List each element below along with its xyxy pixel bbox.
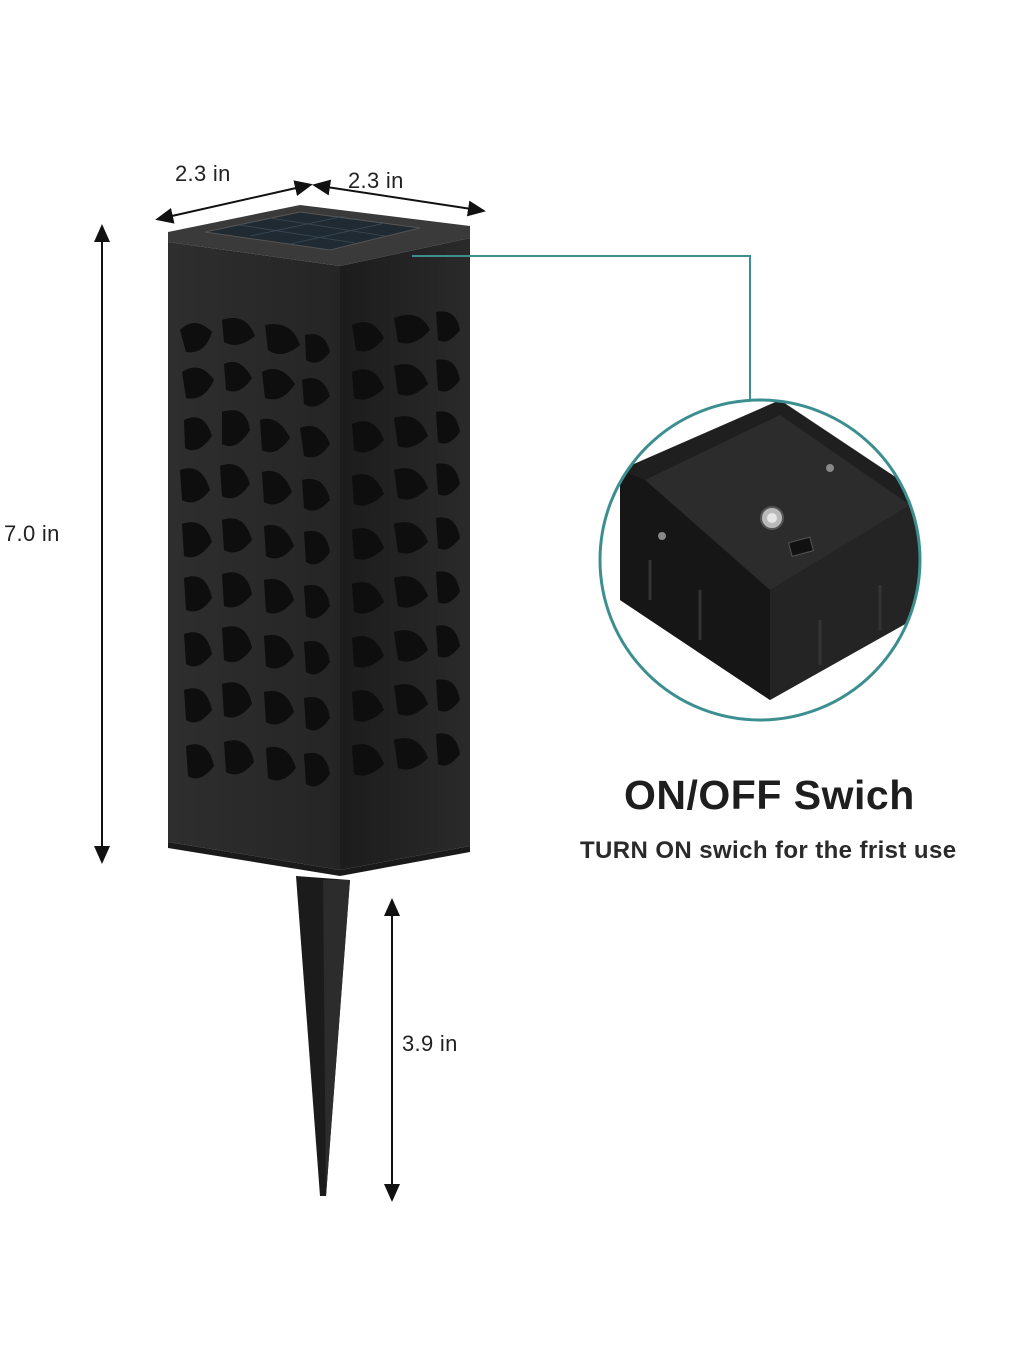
callout-title: ON/OFF Swich <box>624 772 915 818</box>
on-off-switch <box>787 536 815 557</box>
dimension-arrow-width-left <box>155 180 313 224</box>
screw-hole <box>826 464 834 472</box>
screw-hole <box>658 532 666 540</box>
dimension-arrow-width-right <box>312 179 486 217</box>
solar-panel <box>204 211 421 251</box>
solar-lamp <box>168 205 470 1196</box>
switch-detail-zoom <box>598 398 922 722</box>
lamp-left-face <box>168 242 340 870</box>
lamp-pattern-left <box>180 318 330 787</box>
lamp-bottom-edge <box>168 842 470 876</box>
dimension-label-width-right: 2.3 in <box>348 168 404 193</box>
lamp-pattern-right <box>352 311 460 776</box>
dimension-label-height: 7.0 in <box>4 521 60 546</box>
dimension-label-stake: 3.9 in <box>402 1031 458 1056</box>
switch-housing-top <box>645 415 910 590</box>
dimension-label-width-left: 2.3 in <box>175 161 231 186</box>
callout-connector <box>412 255 751 400</box>
callout-subtitle: TURN ON swich for the frist use <box>580 837 957 864</box>
